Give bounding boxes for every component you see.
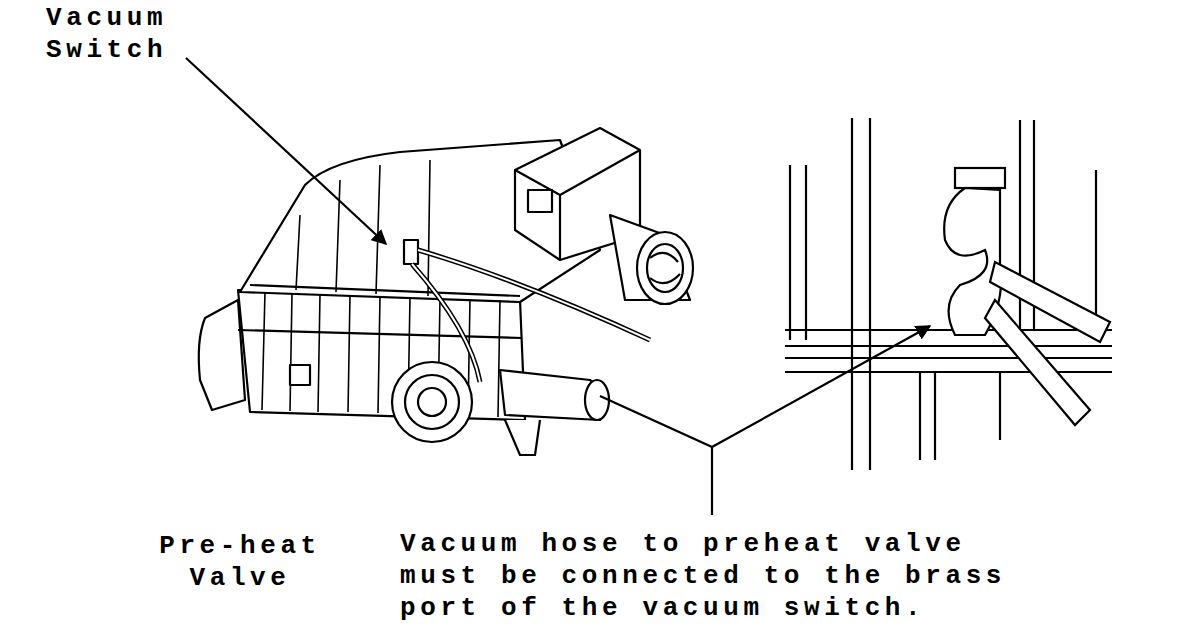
note-text: Vacuum hose to preheat valve must be con… <box>400 528 1050 624</box>
part-label: Pre-heat Valve <box>150 530 330 594</box>
part-label: Vacuum Switch <box>46 2 226 66</box>
